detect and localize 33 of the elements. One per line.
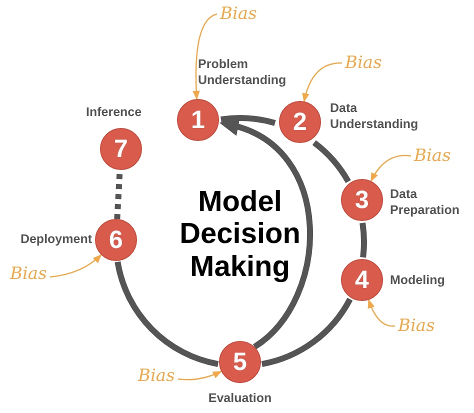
step-number: 6 [95,219,137,261]
bias-arrow [370,154,412,182]
step-number: 4 [341,259,383,301]
bias-arrow [302,62,342,102]
step-label: Modeling [390,272,446,288]
step-number: 1 [177,99,219,141]
step-label: Inference [86,104,143,120]
bias-note: Bias [398,316,435,336]
bias-arrow [192,13,218,100]
step-number: 3 [341,179,383,221]
bias-note: Bias [138,366,175,386]
bias-note: Bias [10,264,47,284]
step-number: 5 [219,341,261,383]
cycle-line [220,115,276,126]
step-label: Deployment [19,231,92,248]
diagram-title: Model Decision Making [178,186,302,284]
cycle-line [312,140,351,184]
step-label: Data Understanding [330,100,420,132]
bias-note: Bias [414,146,451,166]
step-label: Evaluation [207,390,273,406]
bias-arrow [178,370,222,380]
bias-note: Bias [345,53,382,73]
step-number: 7 [100,128,142,170]
bias-note: Bias [220,4,257,24]
cycle-arrow [220,118,313,350]
step-number: 2 [279,101,321,143]
step-label: Data Preparation [390,186,460,218]
bias-arrow [368,299,396,327]
cycle-line [114,261,219,367]
cycle-line [261,298,353,367]
bias-arrow [50,254,102,278]
step-label: Problem Understanding [198,56,288,88]
cycle-line [360,222,367,258]
